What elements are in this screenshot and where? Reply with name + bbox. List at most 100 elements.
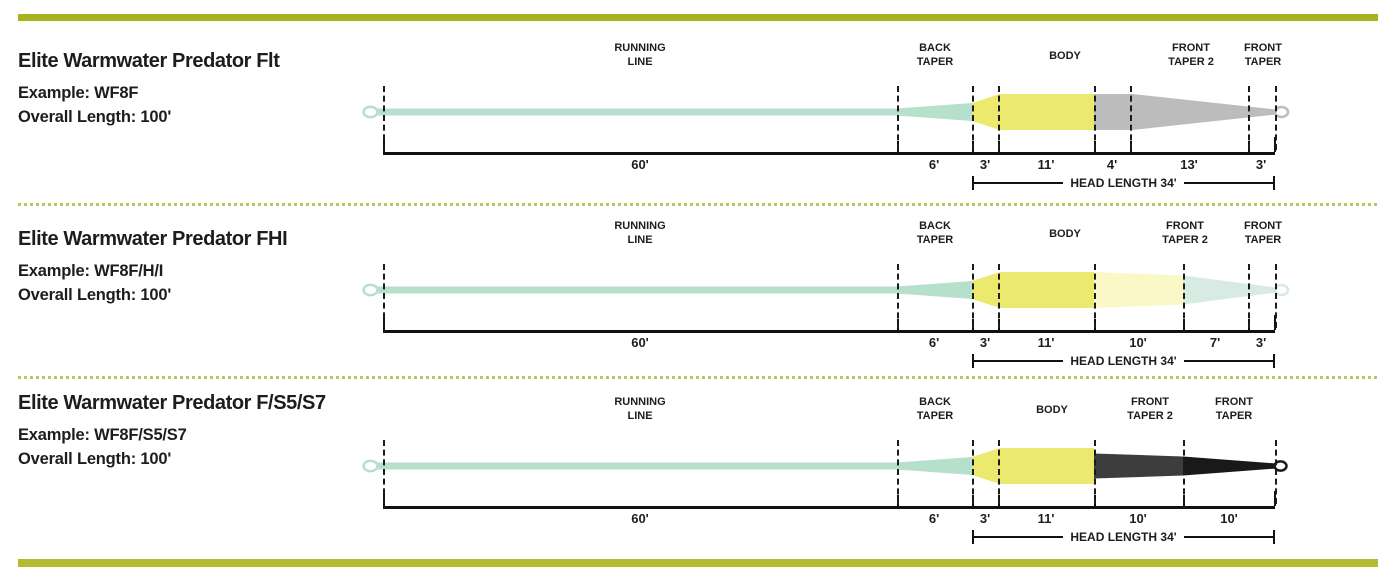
body-label: BODY xyxy=(1049,50,1081,62)
measurement-label: 3' xyxy=(979,335,991,350)
head-length-bracket: HEAD LENGTH 34' xyxy=(972,354,1275,368)
measurement-label: 4' xyxy=(1106,157,1118,172)
measurement-label: 6' xyxy=(928,157,940,172)
back-taper-label: BACK TAPER xyxy=(916,396,954,422)
back-taper-label: BACK TAPER xyxy=(916,42,954,68)
example-text: Example: WF8F xyxy=(18,84,139,103)
product-row-fhi: Elite Warmwater Predator FHI Example: WF… xyxy=(0,202,1393,374)
product-title: Elite Warmwater Predator Flt xyxy=(18,50,280,72)
body-segment xyxy=(972,448,1094,484)
bracket-end xyxy=(1273,176,1275,190)
back-taper-segment xyxy=(897,457,972,475)
back-taper-segment xyxy=(897,281,972,299)
head-length-label: HEAD LENGTH 34' xyxy=(1063,176,1184,190)
front-taper-segment xyxy=(1094,94,1276,130)
head-length-label: HEAD LENGTH 34' xyxy=(1063,354,1184,368)
boundary-dash xyxy=(1275,264,1277,328)
product-info: Elite Warmwater Predator FHI Example: WF… xyxy=(18,202,358,308)
measurement-label: 7' xyxy=(1209,335,1221,350)
boundary-dash xyxy=(383,86,385,150)
measurement-label: 10' xyxy=(1129,335,1147,350)
measurement-label: 10' xyxy=(1220,511,1238,526)
boundary-dash xyxy=(1094,264,1096,328)
front-taper-label: FRONT TAPER xyxy=(1244,42,1282,68)
measurement-label: 60' xyxy=(631,157,649,172)
boundary-dash xyxy=(1248,264,1250,328)
boundary-dash xyxy=(1183,440,1185,504)
rear-welded-loop-icon xyxy=(362,105,379,119)
fly-line-profile xyxy=(362,94,1290,130)
front-taper-2-segment xyxy=(1094,453,1183,479)
front-welded-loop-icon xyxy=(1273,460,1288,472)
boundary-dash xyxy=(897,264,899,328)
measurement-label: 3' xyxy=(979,157,991,172)
boundary-dash xyxy=(998,86,1000,150)
front-taper-segment xyxy=(1183,456,1276,476)
example-text: Example: WF8F/S5/S7 xyxy=(18,426,187,445)
boundary-dash xyxy=(383,440,385,504)
taper-diagram: RUNNING LINE BACK TAPER BODY FRONT TAPER… xyxy=(360,24,1290,196)
boundary-dash xyxy=(897,86,899,150)
front-taper-2-label: FRONT TAPER 2 xyxy=(1127,396,1173,422)
example-text: Example: WF8F/H/I xyxy=(18,262,164,281)
measurement-label: 3' xyxy=(1255,157,1267,172)
boundary-dash xyxy=(1248,86,1250,150)
product-row-flt: Elite Warmwater Predator Flt Example: WF… xyxy=(0,24,1393,196)
boundary-dash xyxy=(972,264,974,328)
measurement-label: 60' xyxy=(631,335,649,350)
running-line-segment xyxy=(376,286,897,294)
body-segment xyxy=(972,272,1094,308)
overall-length-text: Overall Length: 100' xyxy=(18,450,172,469)
front-taper-2-segment xyxy=(1094,272,1183,308)
measurement-label: 3' xyxy=(979,511,991,526)
measurement-label: 6' xyxy=(928,511,940,526)
measurement-label: 11' xyxy=(1037,511,1055,526)
dotted-separator xyxy=(18,203,1377,206)
front-taper-2-label: FRONT TAPER 2 xyxy=(1168,42,1214,68)
boundary-dash xyxy=(1275,440,1277,504)
bracket-end xyxy=(972,354,974,368)
top-accent-bar xyxy=(18,14,1378,21)
boundary-dash xyxy=(1094,440,1096,504)
taper-diagram: RUNNING LINE BACK TAPER BODY FRONT TAPER… xyxy=(360,378,1290,550)
fly-line-profile xyxy=(362,272,1290,308)
boundary-dash xyxy=(998,264,1000,328)
boundary-dash xyxy=(972,440,974,504)
head-length-bracket: HEAD LENGTH 34' xyxy=(972,530,1275,544)
head-length-bracket: HEAD LENGTH 34' xyxy=(972,176,1275,190)
boundary-dash xyxy=(383,264,385,328)
front-taper-2-label: FRONT TAPER 2 xyxy=(1162,220,1208,246)
length-ruler xyxy=(383,330,1275,333)
product-info: Elite Warmwater Predator Flt Example: WF… xyxy=(18,24,358,130)
back-taper-segment xyxy=(897,103,972,121)
boundary-dash xyxy=(972,86,974,150)
measurement-label: 3' xyxy=(1255,335,1267,350)
rear-welded-loop-icon xyxy=(362,283,379,297)
dotted-separator xyxy=(18,376,1377,379)
bottom-accent-bar xyxy=(18,559,1378,567)
body-label: BODY xyxy=(1049,228,1081,240)
taper-diagram: RUNNING LINE BACK TAPER BODY FRONT TAPER… xyxy=(360,202,1290,374)
boundary-dash xyxy=(897,440,899,504)
rear-welded-loop-icon xyxy=(362,459,379,473)
running-line-label: RUNNING LINE xyxy=(614,220,666,246)
length-ruler xyxy=(383,506,1275,509)
running-line-label: RUNNING LINE xyxy=(614,396,666,422)
front-taper-label: FRONT TAPER xyxy=(1215,396,1253,422)
overall-length-text: Overall Length: 100' xyxy=(18,108,172,127)
front-taper-segment xyxy=(1183,275,1276,305)
measurement-label: 10' xyxy=(1129,511,1147,526)
bracket-end xyxy=(1273,354,1275,368)
back-taper-label: BACK TAPER xyxy=(916,220,954,246)
length-ruler xyxy=(383,152,1275,155)
measurement-label: 60' xyxy=(631,511,649,526)
boundary-dash xyxy=(1275,86,1277,150)
measurement-label: 11' xyxy=(1037,157,1055,172)
boundary-dash xyxy=(1183,264,1185,328)
measurement-label: 6' xyxy=(928,335,940,350)
fly-line-profile xyxy=(362,448,1288,484)
boundary-dash xyxy=(998,440,1000,504)
measurement-label: 11' xyxy=(1037,335,1055,350)
running-line-segment xyxy=(376,462,897,470)
